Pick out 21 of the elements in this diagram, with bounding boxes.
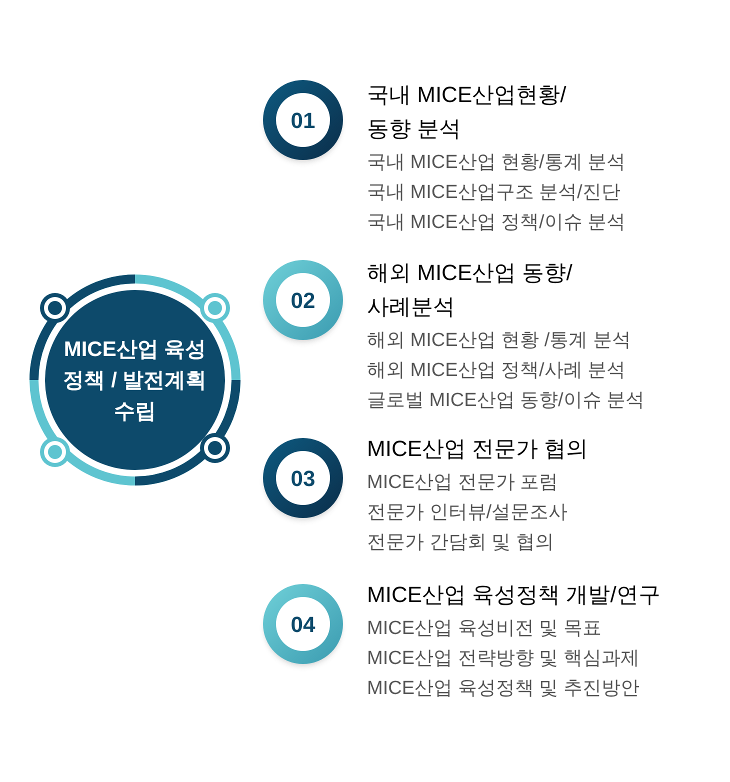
step-item: 국내 MICE산업 정책/이슈 분석 bbox=[367, 211, 627, 235]
step-title: 해외 MICE산업 동향/ 사례분석 bbox=[367, 259, 574, 321]
step-item: 글로벌 MICE산업 동향/이슈 분석 bbox=[367, 389, 646, 413]
step-title: MICE산업 육성정책 개발/연구 bbox=[367, 581, 662, 609]
step-item: 국내 MICE산업구조 분석/진단 bbox=[367, 181, 622, 205]
step-title: 국내 MICE산업현황/ 동향 분석 bbox=[367, 81, 568, 143]
step-item: 해외 MICE산업 정책/사례 분석 bbox=[367, 359, 627, 383]
step-item: MICE산업 전략방향 및 핵심과제 bbox=[367, 647, 640, 671]
step-number: 03 bbox=[290, 464, 316, 492]
step-item: 국내 MICE산업 현황/통계 분석 bbox=[367, 151, 627, 175]
step-number: 02 bbox=[290, 286, 316, 314]
step-item: MICE산업 육성비전 및 목표 bbox=[367, 617, 602, 641]
step-number: 04 bbox=[290, 610, 316, 638]
step-item: 전문가 인터뷰/설문조사 bbox=[367, 501, 569, 525]
step-item: 해외 MICE산업 현황 /통계 분석 bbox=[367, 329, 632, 353]
step-item: MICE산업 육성정책 및 추진방안 bbox=[367, 677, 640, 701]
step-number: 01 bbox=[290, 106, 316, 134]
step-item: 전문가 간담회 및 협의 bbox=[367, 531, 555, 555]
step-item: MICE산업 전문가 포럼 bbox=[367, 471, 560, 495]
step-title: MICE산업 전문가 협의 bbox=[367, 435, 590, 463]
center-title: MICE산업 육성정책 / 발전계획 수립 bbox=[62, 336, 208, 424]
